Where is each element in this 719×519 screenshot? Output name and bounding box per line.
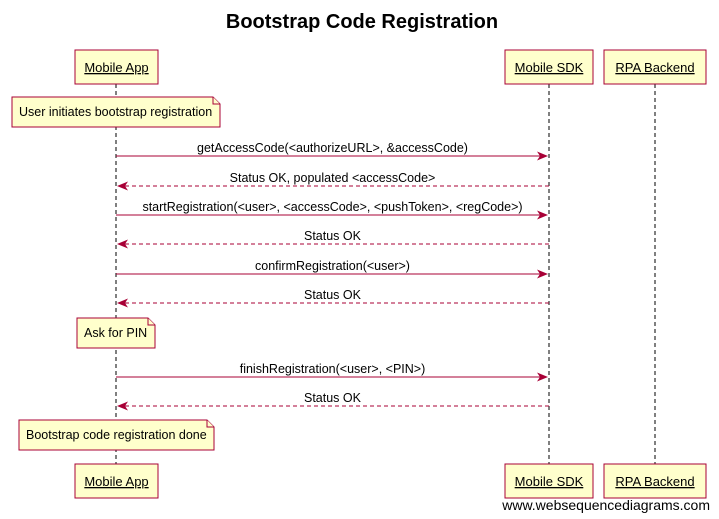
- note-text: Ask for PIN: [84, 326, 147, 340]
- message-arrowhead: [537, 269, 548, 279]
- participant-box: [74, 463, 159, 499]
- note-text: User initiates bootstrap registration: [19, 105, 212, 119]
- note-fold: [212, 97, 220, 105]
- message: finishRegistration(<user>, <PIN>): [116, 362, 548, 382]
- participant-label: Mobile App: [84, 474, 148, 489]
- participant-box: [603, 463, 707, 499]
- participant-box: [74, 49, 159, 85]
- message: confirmRegistration(<user>): [116, 259, 548, 279]
- participant-label: Mobile App: [84, 60, 148, 75]
- participant-label: RPA Backend: [615, 474, 694, 489]
- participant-sdk-bottom: Mobile SDK: [504, 463, 594, 499]
- message: getAccessCode(<authorizeURL>, &accessCod…: [116, 141, 548, 161]
- participant-box: [504, 463, 594, 499]
- message-label: Status OK, populated <accessCode>: [230, 171, 436, 185]
- note: Bootstrap code registration done: [18, 419, 215, 451]
- message-arrowhead: [117, 239, 128, 249]
- participant-app-bottom: Mobile App: [74, 463, 159, 499]
- credit-text: www.websequencediagrams.com: [501, 497, 710, 513]
- message-label: confirmRegistration(<user>): [255, 259, 410, 273]
- message: startRegistration(<user>, <accessCode>, …: [116, 200, 548, 220]
- message: Status OK: [117, 288, 549, 308]
- participant-box: [504, 49, 594, 85]
- participant-label: Mobile SDK: [515, 474, 584, 489]
- participant-rpa-top: RPA Backend: [603, 49, 707, 85]
- message-arrowhead: [117, 401, 128, 411]
- note-box: [11, 96, 221, 128]
- note-fold: [147, 318, 155, 326]
- message-label: Status OK: [304, 288, 362, 302]
- participant-label: RPA Backend: [615, 60, 694, 75]
- message: Status OK, populated <accessCode>: [117, 171, 549, 191]
- message-arrowhead: [117, 181, 128, 191]
- note-text: Bootstrap code registration done: [26, 428, 207, 442]
- participant-label: Mobile SDK: [515, 60, 584, 75]
- note-fold: [206, 420, 214, 428]
- message: Status OK: [117, 391, 549, 411]
- note: Ask for PIN: [76, 317, 156, 349]
- participant-app-top: Mobile App: [74, 49, 159, 85]
- message-label: startRegistration(<user>, <accessCode>, …: [142, 200, 522, 214]
- participant-box: [603, 49, 707, 85]
- message-arrowhead: [537, 151, 548, 161]
- message-arrowhead: [117, 298, 128, 308]
- participant-sdk-top: Mobile SDK: [504, 49, 594, 85]
- message-arrowhead: [537, 210, 548, 220]
- message-arrowhead: [537, 372, 548, 382]
- events: User initiates bootstrap registration get…: [11, 96, 549, 451]
- message-label: Status OK: [304, 391, 362, 405]
- note-box: [76, 317, 156, 349]
- note-box: [18, 419, 215, 451]
- diagram-title: Bootstrap Code Registration: [226, 11, 498, 33]
- message-label: Status OK: [304, 229, 362, 243]
- message-label: getAccessCode(<authorizeURL>, &accessCod…: [197, 141, 468, 155]
- message: Status OK: [117, 229, 549, 249]
- message-label: finishRegistration(<user>, <PIN>): [240, 362, 426, 376]
- note: User initiates bootstrap registration: [11, 96, 221, 128]
- participant-rpa-bottom: RPA Backend: [603, 463, 707, 499]
